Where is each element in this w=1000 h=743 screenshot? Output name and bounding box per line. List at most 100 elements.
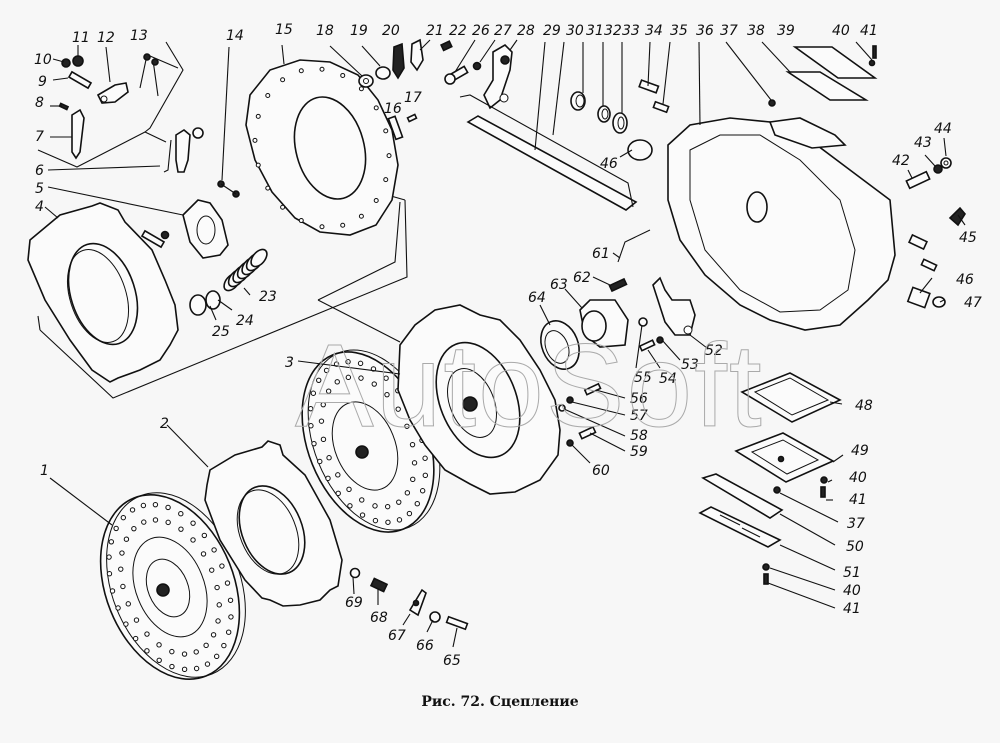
callout-11: 11 bbox=[72, 30, 90, 46]
callout-47: 47 bbox=[964, 295, 982, 311]
friction-rivet-hole bbox=[320, 401, 326, 408]
friction-rivet-hole bbox=[140, 502, 147, 509]
part-69-washer bbox=[349, 567, 361, 579]
callout-26: 26 bbox=[472, 23, 490, 39]
spring-coil bbox=[250, 248, 268, 268]
part-65-bolt bbox=[445, 615, 469, 631]
callout-67: 67 bbox=[388, 628, 406, 644]
friction-rivet-hole bbox=[152, 501, 159, 508]
friction-rivet-hole bbox=[211, 547, 217, 553]
part-34-pin bbox=[638, 79, 660, 94]
part-32-seal bbox=[612, 112, 628, 134]
friction-rivet-hole bbox=[346, 486, 352, 493]
part-29-shaft bbox=[459, 94, 638, 211]
callout-39: 39 bbox=[777, 23, 795, 39]
part-66-washer bbox=[429, 611, 441, 623]
figure-caption: Рис. 72. Сцепление bbox=[421, 694, 579, 710]
cover-bolt-hole bbox=[358, 213, 364, 219]
callout-41: 41 bbox=[860, 23, 878, 39]
callout-6: 6 bbox=[35, 163, 44, 179]
friction-rivet-hole bbox=[372, 517, 379, 524]
cover-bolt-hole bbox=[255, 113, 261, 119]
friction-rivet-hole bbox=[359, 512, 366, 518]
friction-rivet-hole bbox=[318, 418, 325, 424]
friction-rivet-hole bbox=[221, 642, 227, 649]
friction-rivet-hole bbox=[320, 436, 327, 443]
cover-bolt-hole bbox=[255, 162, 261, 168]
cover-bolt-hole bbox=[298, 68, 304, 74]
callout-14: 14 bbox=[226, 28, 244, 44]
callout-34: 34 bbox=[645, 23, 663, 39]
friction-rivet-hole bbox=[165, 519, 171, 526]
friction-rivet-hole bbox=[169, 663, 175, 670]
part-31-ring bbox=[597, 105, 611, 123]
callout-labels: 1 2 3 4 5 6 7 8 9 10 11 12 13 14 15 16 1… bbox=[34, 22, 982, 669]
callout-40: 40 bbox=[832, 23, 850, 39]
friction-rivet-hole bbox=[409, 441, 416, 448]
friction-rivet-hole bbox=[385, 519, 391, 525]
callout-60: 60 bbox=[592, 463, 610, 479]
part-36-clutch-bell-housing bbox=[667, 117, 896, 331]
cover-bolt-hole bbox=[383, 128, 389, 134]
friction-rivet-hole bbox=[156, 642, 162, 648]
friction-rivet-hole bbox=[216, 602, 222, 608]
part-60-nut bbox=[566, 439, 574, 447]
callout-51: 51 bbox=[843, 565, 861, 581]
friction-rivet-hole bbox=[404, 423, 410, 429]
friction-rivet-hole bbox=[317, 458, 323, 465]
part-42-pin bbox=[905, 170, 931, 190]
friction-rivet-hole bbox=[165, 504, 171, 511]
cover-bolt-hole bbox=[373, 197, 379, 203]
friction-rivet-hole bbox=[120, 514, 127, 521]
friction-rivet-hole bbox=[345, 359, 351, 365]
friction-rivet-hole bbox=[119, 550, 125, 556]
part-67-plate bbox=[408, 588, 427, 617]
part-38-gasket bbox=[785, 71, 869, 101]
callout-17: 17 bbox=[404, 90, 422, 106]
part-5-separator-hub bbox=[182, 199, 229, 259]
friction-rivet-hole bbox=[414, 501, 420, 507]
cover-bolt-hole bbox=[373, 105, 379, 111]
callout-66: 66 bbox=[416, 638, 434, 654]
friction-rivet-hole bbox=[120, 583, 126, 590]
friction-rivet-hole bbox=[310, 390, 317, 396]
friction-rivet-hole bbox=[411, 460, 418, 466]
friction-rivet-hole bbox=[219, 563, 225, 569]
part-53-washer bbox=[656, 336, 664, 344]
part-61-hose bbox=[617, 229, 651, 263]
callout-19: 19 bbox=[350, 23, 368, 39]
friction-rivet-hole bbox=[152, 517, 159, 523]
callout-48: 48 bbox=[855, 398, 873, 414]
callout-5: 5 bbox=[35, 181, 44, 197]
callout-43: 43 bbox=[914, 135, 932, 151]
friction-rivet-hole bbox=[335, 472, 341, 478]
callout-4: 4 bbox=[35, 199, 44, 215]
friction-rivet-hole bbox=[395, 406, 401, 412]
part-17-pin bbox=[406, 113, 418, 123]
friction-rivet-hole bbox=[384, 503, 391, 510]
part-49-cover bbox=[734, 432, 835, 483]
friction-rivet-hole bbox=[203, 642, 209, 649]
friction-rivet-hole bbox=[214, 584, 220, 591]
callout-1: 1 bbox=[40, 463, 49, 479]
part-27-nut bbox=[472, 61, 482, 71]
callout-37: 37 bbox=[720, 23, 738, 39]
friction-rivet-hole bbox=[325, 388, 332, 394]
callout-59: 59 bbox=[630, 444, 648, 460]
part-25-ring bbox=[189, 294, 207, 316]
part-4-intermediate-plate bbox=[27, 202, 179, 383]
friction-rivet-hole bbox=[109, 588, 116, 594]
callout-28: 28 bbox=[517, 23, 535, 39]
callout-20: 20 bbox=[382, 23, 400, 39]
callout-2: 2 bbox=[160, 416, 169, 432]
part-52-release-fork bbox=[652, 276, 696, 336]
part-28-release-lever bbox=[483, 43, 513, 110]
callout-33: 33 bbox=[622, 23, 640, 39]
cover-bolt-hole bbox=[340, 222, 346, 228]
friction-rivet-hole bbox=[359, 497, 365, 503]
friction-rivet-hole bbox=[131, 525, 137, 532]
callout-56: 56 bbox=[630, 391, 648, 407]
part-55-nut bbox=[638, 317, 648, 327]
part-46b-pin bbox=[907, 233, 938, 272]
part-51-plate bbox=[698, 506, 782, 548]
